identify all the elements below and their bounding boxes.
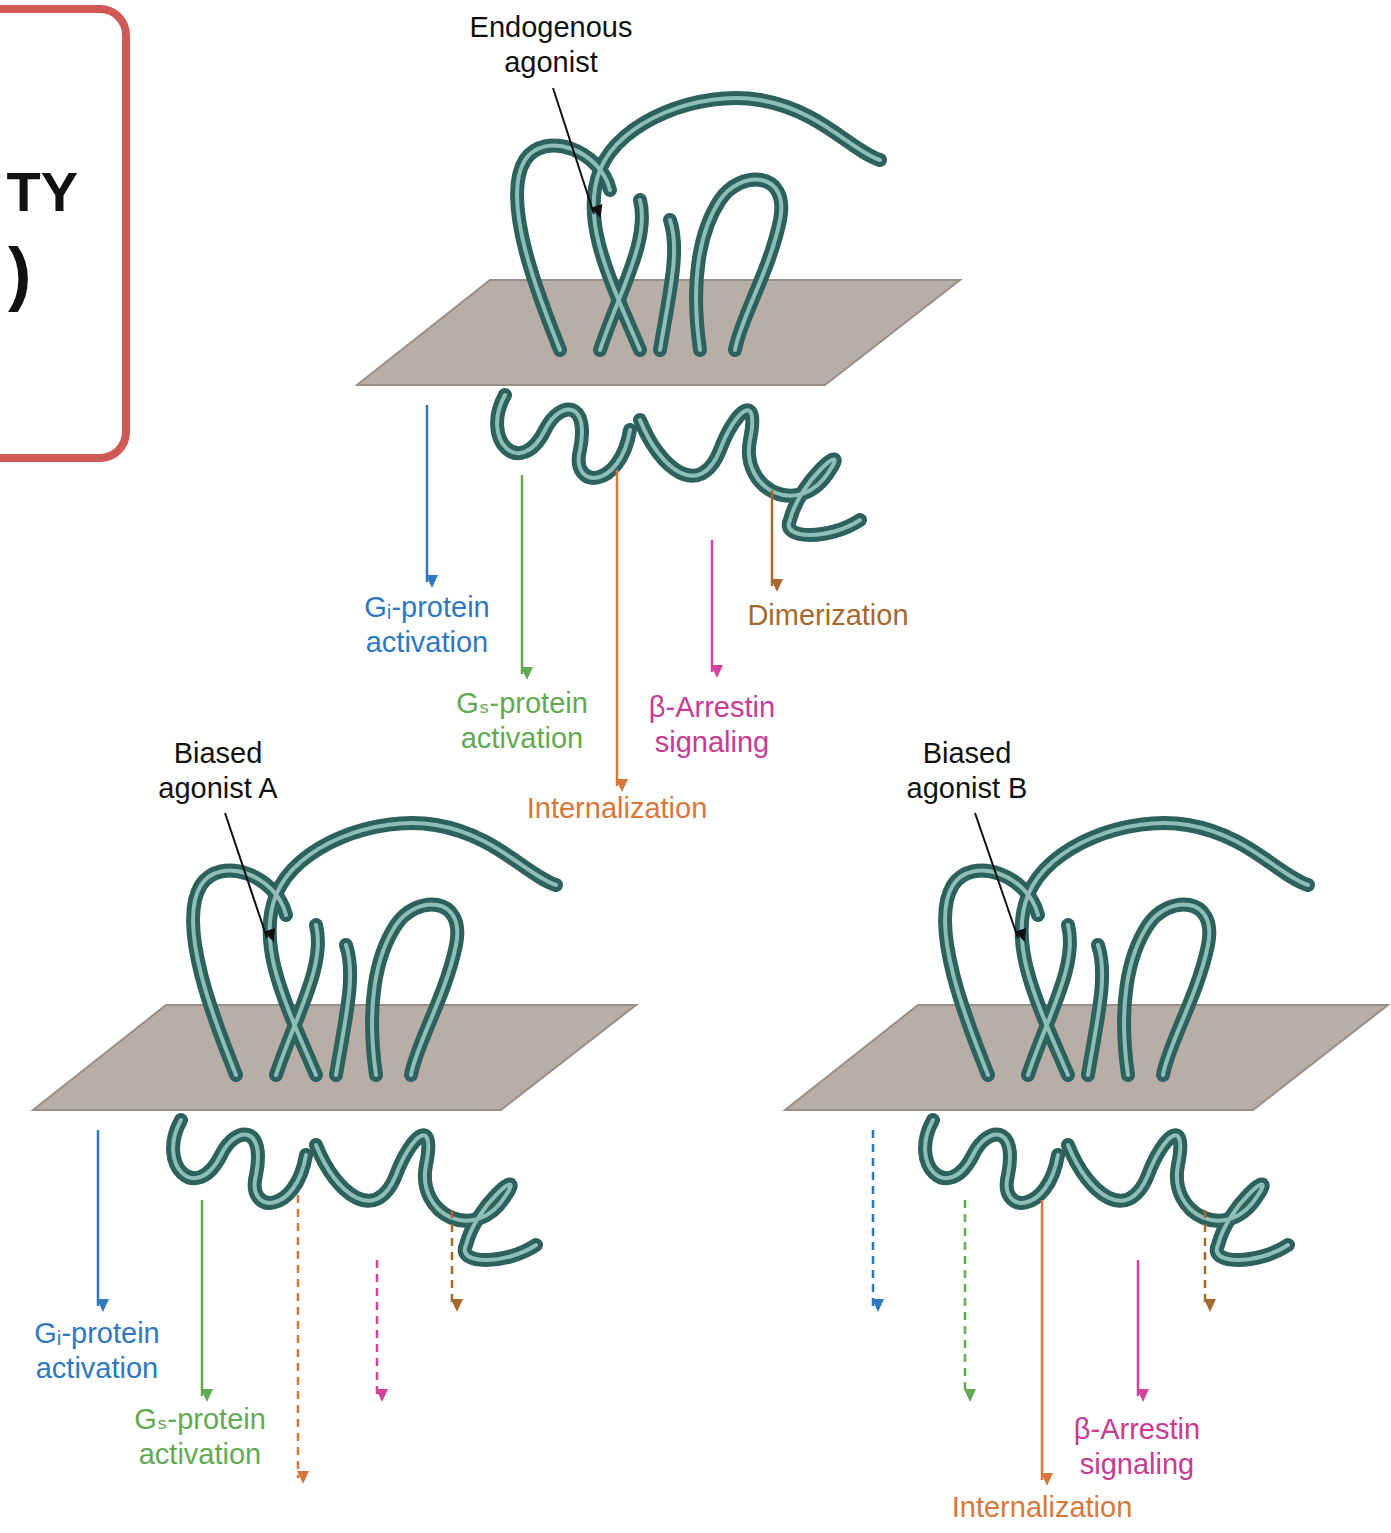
leader-arrow (975, 813, 1018, 938)
dashed-arrow (451, 1210, 454, 1306)
agonist-pointers (225, 88, 1018, 938)
pathway-label: β-Arrestin signaling (627, 690, 797, 761)
receptor-b (785, 823, 1388, 1260)
arrow (616, 470, 619, 786)
arrow (426, 405, 429, 582)
dashed-arrow (872, 1130, 875, 1306)
pathway-label: Gₛ-protein activation (437, 686, 607, 757)
arrow (97, 1130, 100, 1306)
dashed-arrow (1204, 1210, 1207, 1306)
pathway-label: Gᵢ-protein activation (342, 590, 512, 661)
pathway-label: Gᵢ-protein activation (12, 1316, 182, 1387)
arrow (1137, 1260, 1140, 1396)
dashed-arrow (964, 1200, 967, 1396)
pathway-label: Gₛ-protein activation (115, 1402, 285, 1473)
pathway-label: Internalization (912, 1490, 1172, 1525)
pathway-label: Dimerization (698, 598, 958, 633)
leader-arrow (225, 813, 267, 938)
arrow (521, 475, 524, 674)
receptor-a (33, 823, 636, 1260)
agonist-label: Biased agonist A (133, 736, 303, 807)
agonist-label: Biased agonist B (882, 736, 1052, 807)
receptor-top (357, 98, 960, 535)
arrow (711, 540, 714, 672)
title-box: TY) (0, 5, 130, 462)
dashed-arrow (376, 1260, 379, 1396)
pathway-label: Internalization (487, 791, 747, 826)
pathway-label: β-Arrestin signaling (1052, 1412, 1222, 1483)
arrow (1041, 1200, 1044, 1480)
pathway-arrows (98, 405, 1205, 1480)
arrow (201, 1200, 204, 1396)
agonist-label: Endogenous agonist (451, 10, 651, 81)
box-text: TY (6, 161, 78, 223)
leader-arrow (553, 88, 594, 214)
arrow (771, 490, 774, 586)
dashed-arrow (297, 1195, 300, 1478)
box-text: ) (8, 235, 31, 312)
